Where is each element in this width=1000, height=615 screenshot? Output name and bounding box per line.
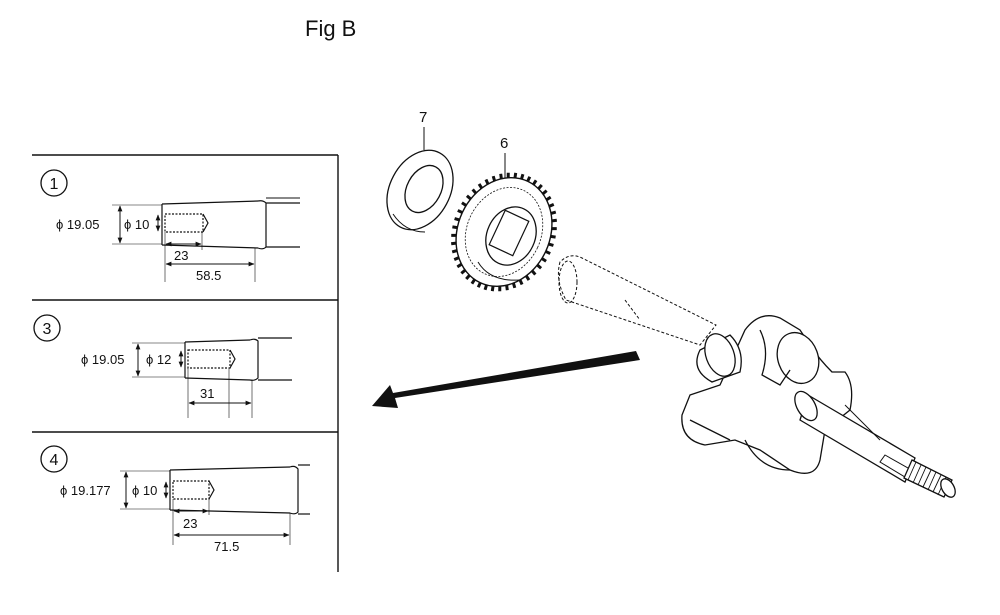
- gear-tooth: [545, 250, 551, 255]
- gear-tooth: [491, 175, 497, 182]
- gear-tooth: [452, 225, 458, 230]
- panel-number-circle: [40, 169, 68, 197]
- crank-gear-part: [450, 172, 558, 292]
- gear-tooth: [461, 201, 467, 207]
- panel-number: 3: [43, 321, 52, 338]
- gear-tooth: [456, 262, 463, 269]
- outer-diameter-label: ϕ 19.177: [60, 483, 111, 498]
- panel-number: 4: [50, 452, 59, 469]
- gear-tooth: [465, 194, 472, 201]
- gear-tooth: [511, 282, 517, 289]
- gear-tooth: [470, 278, 476, 285]
- gear-tooth: [550, 210, 557, 215]
- outer-diameter-label: ϕ 19.05: [81, 352, 124, 367]
- shaft-end-drawing: [169, 464, 310, 515]
- panel-number-circle: [33, 314, 61, 342]
- bore-diameter-label: ϕ 12: [146, 352, 171, 367]
- gear-tooth: [454, 217, 460, 222]
- gear-tooth: [541, 257, 547, 263]
- callout-washer-number: 7: [419, 109, 427, 126]
- bore-depth-label: 23: [183, 516, 197, 531]
- gear-tooth: [525, 274, 531, 281]
- gear-tooth: [476, 282, 482, 288]
- gear-tooth: [451, 249, 458, 254]
- gear-tooth: [499, 173, 503, 179]
- shaft-length-label: 58.5: [196, 268, 221, 283]
- gear-tooth: [457, 209, 463, 214]
- shaft-end-drawing: [184, 337, 292, 381]
- direction-arrow: [372, 351, 640, 408]
- bore-diameter-label: ϕ 10: [124, 217, 149, 232]
- detail-panel-3: 3 ϕ 19.05 ϕ 12 31: [33, 314, 292, 418]
- detail-panel-1: 1 ϕ 19.05 ϕ 10 23 58: [40, 169, 300, 283]
- panel-number-circle: [40, 445, 68, 473]
- gear-tooth: [532, 179, 538, 186]
- bore-depth-label: 31: [200, 386, 214, 401]
- crankshaft-part: [558, 255, 956, 498]
- panel-number: 1: [50, 176, 59, 193]
- shaft-length-label: 71.5: [214, 539, 239, 554]
- gear-tooth: [453, 256, 460, 262]
- detail-panel-4: 4 ϕ 19.177 ϕ 10 23 71.5: [40, 445, 310, 554]
- gear-tooth: [484, 178, 490, 185]
- gear-tooth: [505, 285, 509, 291]
- gear-tooth: [548, 202, 555, 208]
- detail-panel-frame: [32, 154, 339, 572]
- gear-tooth: [545, 195, 552, 202]
- gear-tooth: [450, 241, 457, 246]
- shaft-end-drawing: [161, 197, 300, 250]
- gear-tooth: [483, 284, 488, 291]
- outer-diameter-label: ϕ 19.05: [56, 217, 99, 232]
- bore-depth-label: 23: [174, 248, 188, 263]
- gear-tooth: [520, 173, 525, 180]
- gear-tooth: [518, 279, 524, 286]
- bore-diameter-label: ϕ 10: [132, 483, 157, 498]
- gear-tooth: [526, 176, 532, 182]
- gear-tooth: [551, 218, 558, 223]
- gear-tooth: [548, 242, 554, 247]
- callout-gear-number: 6: [500, 135, 508, 152]
- washer-part: [386, 149, 454, 233]
- gear-tooth: [550, 234, 556, 239]
- gear-tooth: [477, 183, 483, 190]
- figure-title: Fig B: [305, 16, 357, 41]
- gear-tooth: [536, 263, 543, 270]
